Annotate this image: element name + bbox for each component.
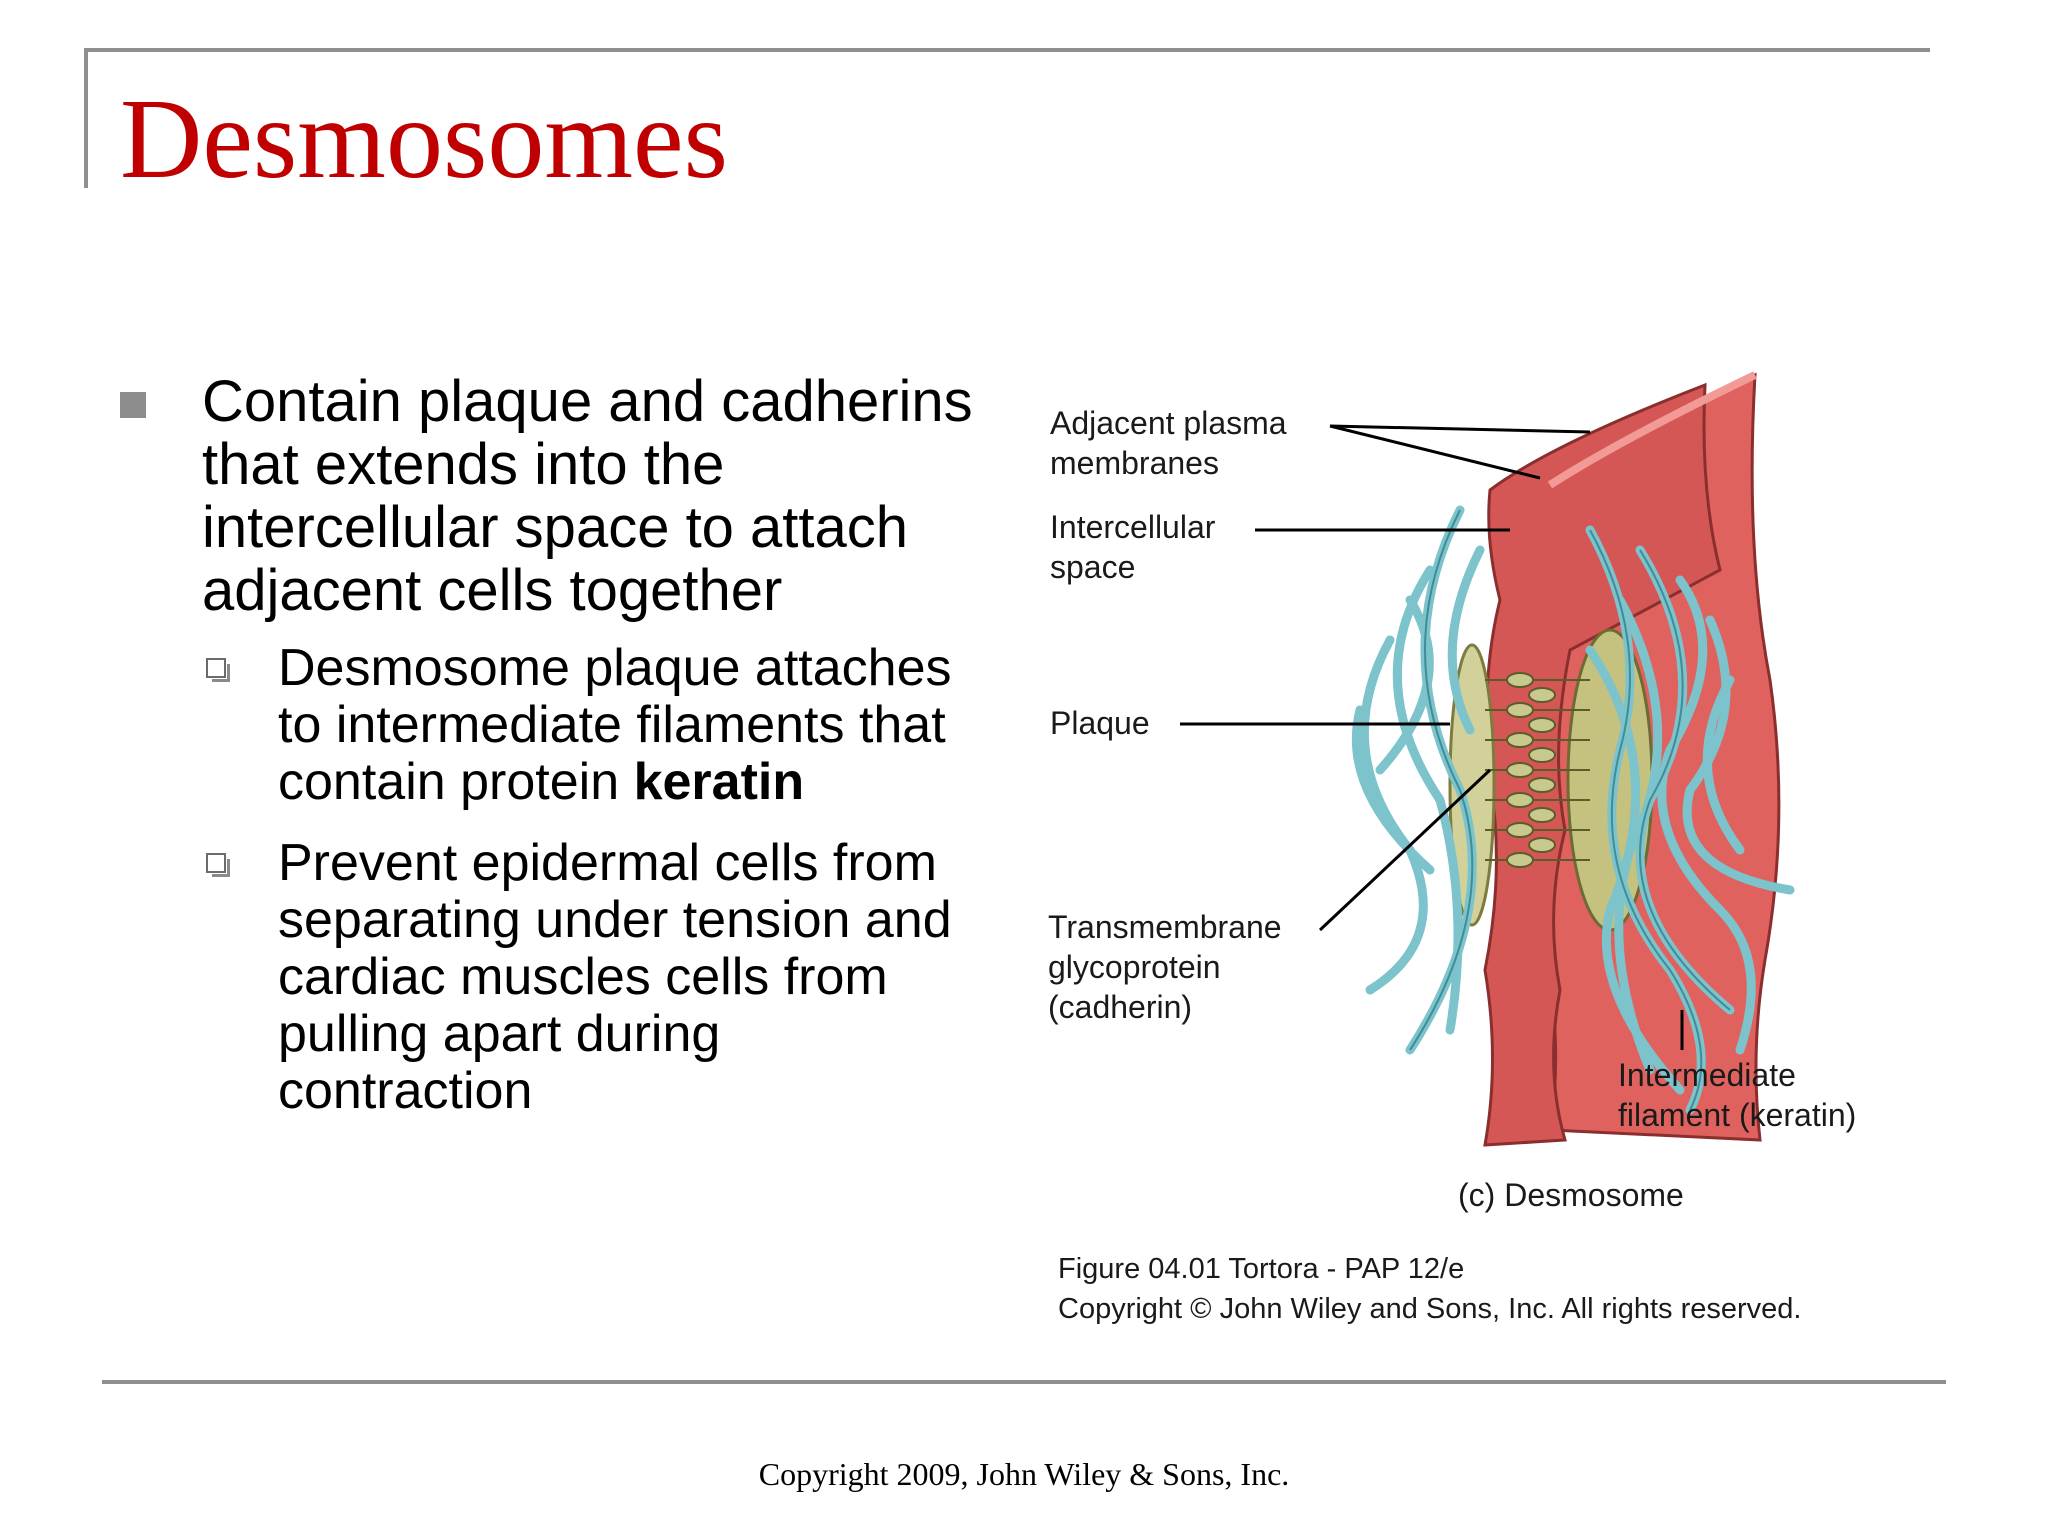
keratin-filament-highlights [1409,509,1731,1111]
label-space-2: space [1050,549,1135,585]
membrane-edge [1547,371,1757,489]
label-space-1: Intercellular [1050,509,1216,545]
desmosome-figure: Adjacent plasma membranes Intercellular … [1030,350,1930,1350]
slide-frame-bottom-line [102,1380,1946,1384]
sub-bullet-prevent: Prevent epidermal cells from separating … [206,835,980,1120]
slide-frame-top-line [84,48,1930,52]
label-filament-1: Intermediate [1618,1057,1796,1093]
main-bullet: Contain plaque and cadherins that extend… [120,370,980,622]
sub-bullet-text: Prevent epidermal cells from separating … [278,834,952,1120]
figure-labels: Adjacent plasma membranes Intercellular … [1048,405,1856,1325]
label-cadherin-3: (cadherin) [1048,989,1192,1025]
square-bullet-icon [120,392,146,418]
slide-frame-left-line [84,48,88,188]
slide-title: Desmosomes [120,75,728,202]
label-membranes-1: Adjacent plasma [1050,405,1287,441]
slide-footer: Copyright 2009, John Wiley & Sons, Inc. [758,1456,1290,1492]
desmosome-diagram: Adjacent plasma membranes Intercellular … [1048,371,1856,1325]
sub-bullet-text-plain: Desmosome plaque attaches to intermediat… [278,639,952,811]
label-filament-2: filament (keratin) [1618,1097,1856,1133]
figure-credit-2: Copyright © John Wiley and Sons, Inc. Al… [1058,1293,1801,1325]
label-membranes-2: membranes [1050,445,1219,481]
figure-caption: (c) Desmosome [1458,1177,1684,1213]
leader-lines [1180,424,1684,1050]
label-plaque: Plaque [1050,705,1150,741]
label-cadherin-2: glycoprotein [1048,949,1221,985]
sub-bullet-text-bold: keratin [633,753,805,811]
figure-credit-1: Figure 04.01 Tortora - PAP 12/e [1058,1253,1464,1285]
sub-bullet-text: Desmosome plaque attaches to intermediat… [278,640,978,811]
label-cadherin-1: Transmembrane [1048,909,1282,945]
slide-body: Contain plaque and cadherins that extend… [120,370,980,1120]
hollow-square-bullet-icon [206,658,230,682]
cadherin-group [1485,672,1590,868]
main-bullet-text: Contain plaque and cadherins that extend… [202,369,973,623]
sub-bullet-plaque: Desmosome plaque attaches to intermediat… [206,640,980,811]
hollow-square-bullet-icon [206,853,230,877]
